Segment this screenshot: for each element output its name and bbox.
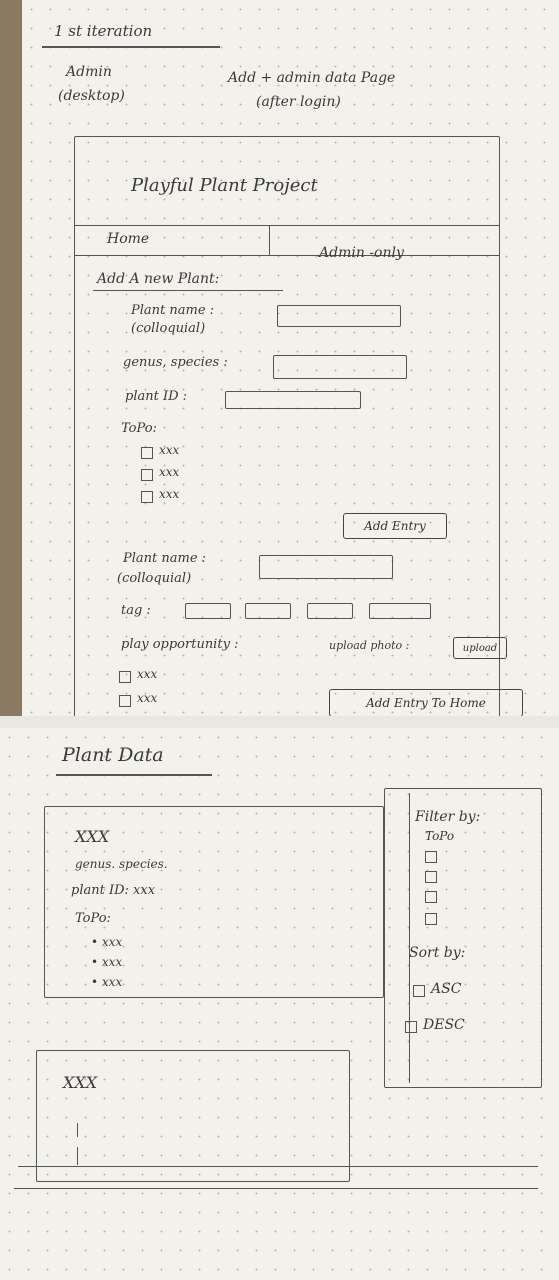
sketch-sheet-plant-data: Plant Data XXX genus. species. plant ID:… xyxy=(0,728,559,1280)
desktop-note: (desktop) xyxy=(58,88,125,104)
page-bottom-line-2 xyxy=(14,1188,538,1190)
plant-name-label-2: Plant name : xyxy=(123,551,207,566)
sidebar-inner-line xyxy=(409,793,411,1083)
tag-input-3[interactable] xyxy=(307,603,353,619)
plant-id-input[interactable] xyxy=(225,391,361,409)
play-checkbox-1[interactable] xyxy=(119,671,131,683)
plant-name-label: Plant name : xyxy=(131,303,215,318)
sort-desc-label: DESC xyxy=(423,1017,465,1033)
tag-input-4[interactable] xyxy=(369,603,431,619)
topo-checkbox-3[interactable] xyxy=(141,491,153,503)
nav-admin-only[interactable]: Admin -only xyxy=(319,245,404,261)
play-opportunity-label: play opportunity : xyxy=(121,637,239,652)
tag-input-2[interactable] xyxy=(245,603,291,619)
filter-checkbox-3[interactable] xyxy=(425,891,437,903)
title-underline xyxy=(56,774,212,776)
topo-checkbox-2[interactable] xyxy=(141,469,153,481)
nav-home[interactable]: Home xyxy=(107,231,150,247)
play-checkbox-2[interactable] xyxy=(119,695,131,707)
section-underline xyxy=(93,290,283,292)
filter-checkbox-4[interactable] xyxy=(425,913,437,925)
card-1-name: XXX xyxy=(75,827,110,846)
plant-name-input-2[interactable] xyxy=(259,555,393,579)
nav-bottom-border xyxy=(75,255,499,257)
plant-data-title: Plant Data xyxy=(62,744,164,766)
card-2-name: XXX xyxy=(63,1073,98,1092)
card-2-tick-2 xyxy=(77,1147,79,1165)
card-1-topo-item-1: • xxx xyxy=(91,935,123,949)
card-1-topo-item-2: • xxx xyxy=(91,955,123,969)
upload-photo-label: upload photo : xyxy=(329,639,410,652)
add-plant-title: Add A new Plant: xyxy=(97,271,220,287)
desk-edge xyxy=(0,0,22,716)
card-1-genus: genus. species. xyxy=(75,857,168,871)
nav-divider xyxy=(269,225,271,255)
sheet-gap xyxy=(0,716,559,728)
add-entry-button[interactable]: Add Entry xyxy=(343,513,447,539)
sort-asc-checkbox[interactable] xyxy=(413,985,425,997)
page-bottom-line xyxy=(18,1166,538,1168)
topo-option-1: xxx xyxy=(159,443,180,457)
site-title: Playful Plant Project xyxy=(131,175,318,196)
card-1-plant-id: plant ID: xxx xyxy=(71,883,156,898)
filter-topo-label: ToPo xyxy=(425,829,455,843)
play-option-2: xxx xyxy=(137,691,158,705)
play-option-1: xxx xyxy=(137,667,158,681)
colloquial-label-2: (colloquial) xyxy=(117,571,192,586)
filter-checkbox-2[interactable] xyxy=(425,871,437,883)
plant-id-label: plant ID : xyxy=(125,389,188,404)
add-entry-to-home-button[interactable]: Add Entry To Home xyxy=(329,689,523,717)
colloquial-label: (colloquial) xyxy=(131,321,206,336)
topo-option-3: xxx xyxy=(159,487,180,501)
topo-option-2: xxx xyxy=(159,465,180,479)
topo-checkbox-1[interactable] xyxy=(141,447,153,459)
genus-input[interactable] xyxy=(273,355,407,379)
card-1-topo-item-3: • xxx xyxy=(91,975,123,989)
page-note: Add + admin data Page xyxy=(228,70,396,86)
tag-input-1[interactable] xyxy=(185,603,231,619)
upload-button[interactable]: upload xyxy=(453,637,507,659)
card-1-topo-label: ToPo: xyxy=(75,911,111,926)
sort-asc-label: ASC xyxy=(431,981,462,997)
plant-card-2[interactable]: XXX xyxy=(36,1050,350,1182)
sort-desc-checkbox[interactable] xyxy=(405,1021,417,1033)
admin-note: Admin xyxy=(66,64,112,80)
filter-by-label: Filter by: xyxy=(415,809,481,825)
iteration-heading: 1 st iteration xyxy=(54,22,153,40)
wireframe-frame: Playful Plant Project Home Admin -only A… xyxy=(74,136,523,717)
login-note: (after login) xyxy=(256,94,341,110)
topo-label: ToPo: xyxy=(121,421,157,436)
plant-name-input[interactable] xyxy=(277,305,401,327)
nav-top-border xyxy=(75,225,499,227)
tag-label: tag : xyxy=(121,603,151,618)
sort-by-label: Sort by: xyxy=(409,945,466,961)
card-2-tick-1 xyxy=(77,1123,79,1137)
genus-label: genus, species : xyxy=(123,355,228,370)
plant-card-1[interactable]: XXX genus. species. plant ID: xxx ToPo: … xyxy=(44,806,384,998)
filter-checkbox-1[interactable] xyxy=(425,851,437,863)
sketch-sheet-admin: 1 st iteration Admin (desktop) Add + adm… xyxy=(22,0,559,717)
filter-sort-sidebar: Filter by: ToPo Sort by: ASC DESC xyxy=(384,788,542,1088)
heading-underline xyxy=(42,46,220,48)
